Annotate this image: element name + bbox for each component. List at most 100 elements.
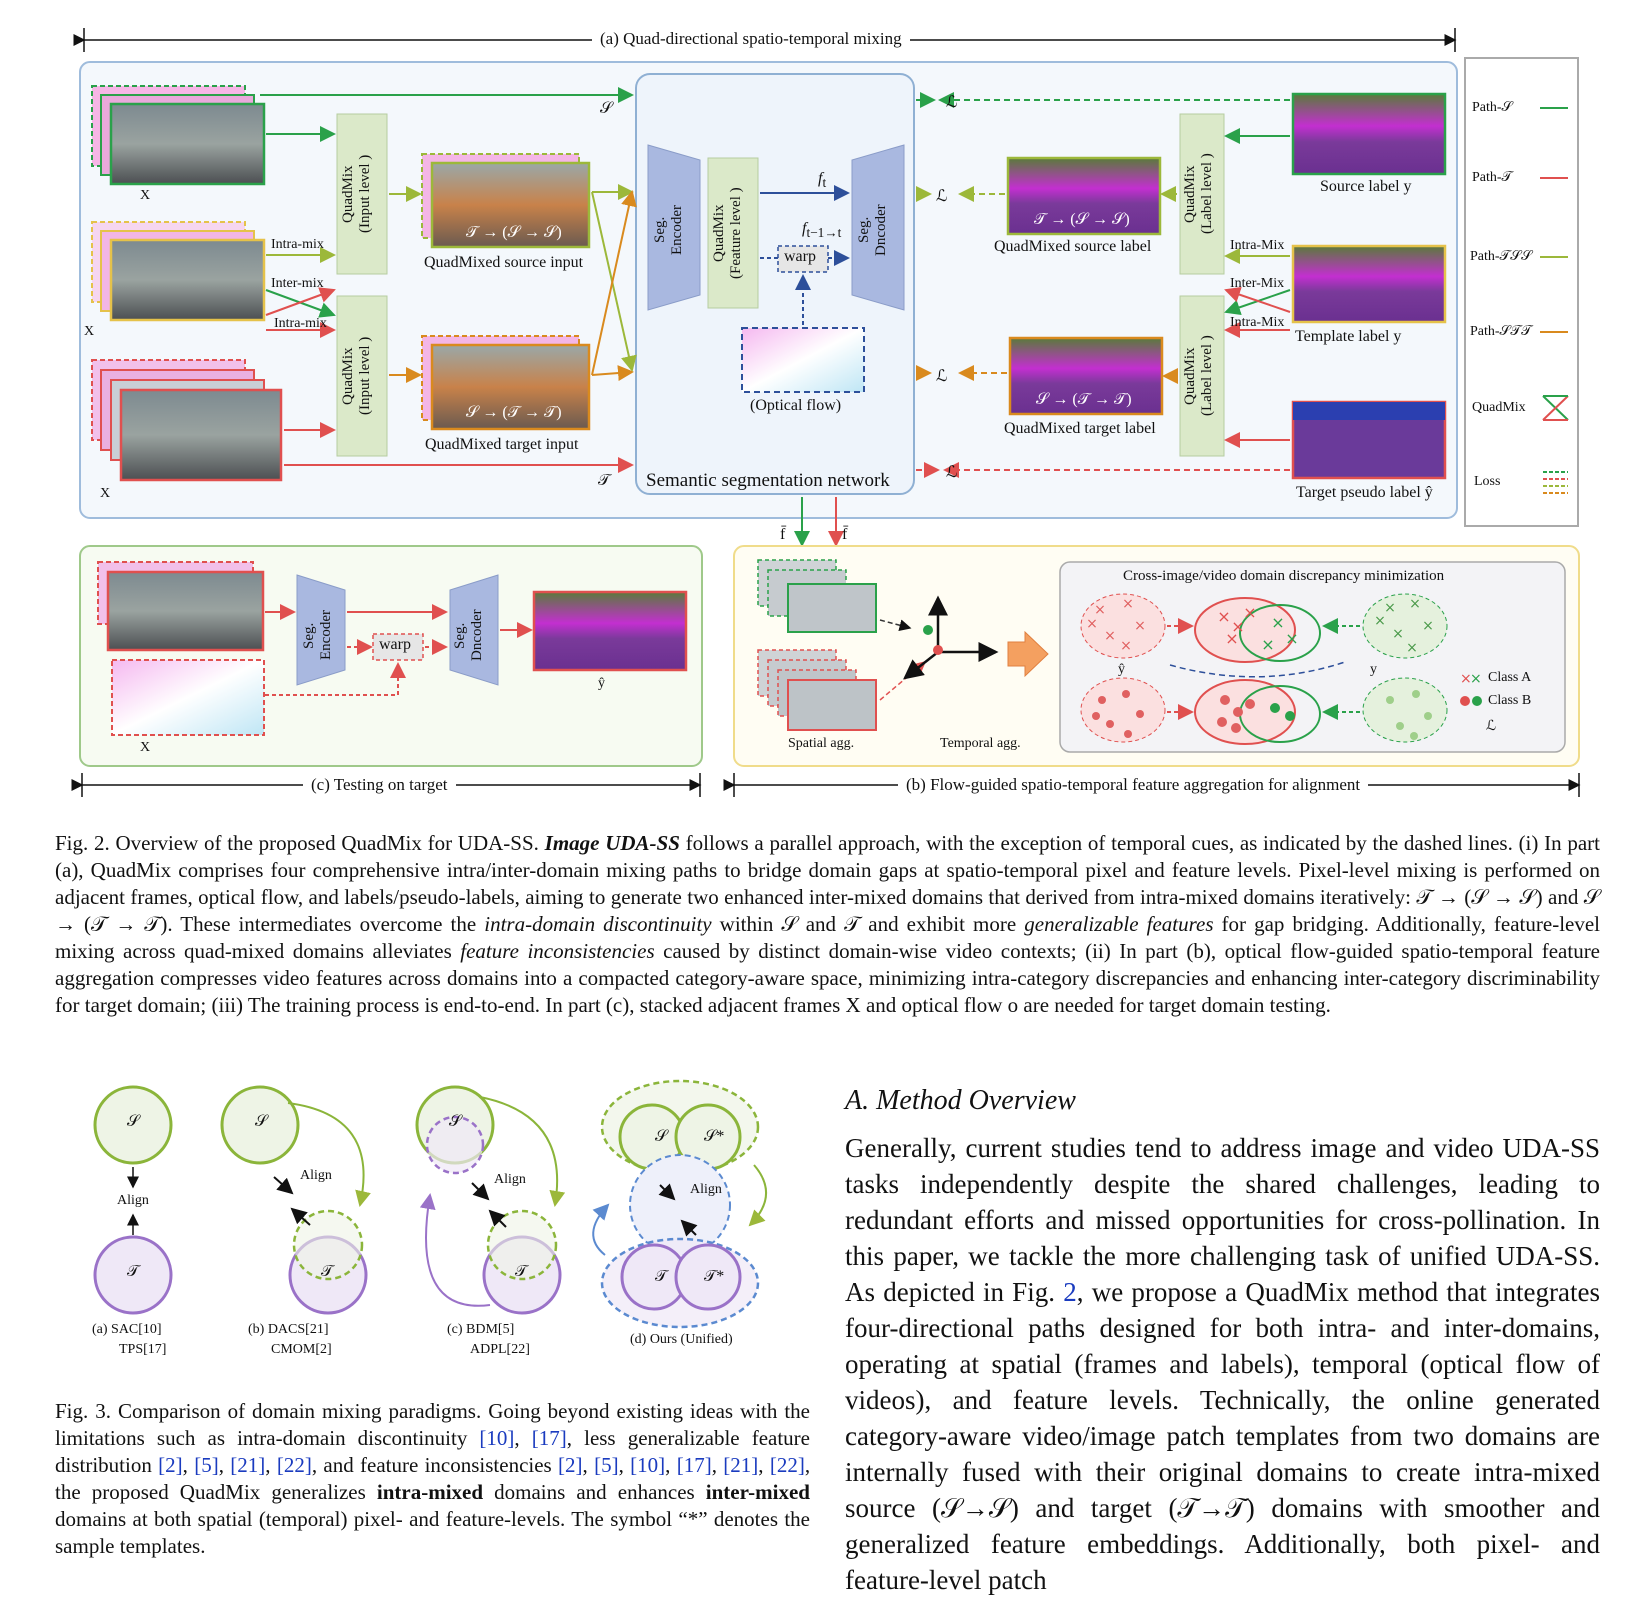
inter-mix-right: Inter-Mix: [1230, 276, 1285, 291]
ref-22b[interactable]: [22]: [769, 1453, 805, 1477]
test-seg-encoder: Seg. Encoder: [301, 610, 334, 661]
fig3-sub-a-2: TPS[17]: [119, 1342, 167, 1357]
ref-5b[interactable]: [5]: [594, 1453, 619, 1477]
section-body: Generally, current studies tend to addre…: [845, 1133, 1601, 1595]
svg-text:×: ×: [1392, 626, 1404, 642]
fig3d-align: Align: [690, 1182, 722, 1197]
y-s-label: y: [1370, 662, 1377, 677]
quadmixed-source-input: QuadMixed source input: [424, 254, 584, 271]
l-agg-label: ℒ: [1486, 719, 1497, 734]
mix-tgt-input-tag: 𝒮 → (𝒯 → 𝒯): [466, 404, 562, 421]
test-warp-box: warp: [379, 636, 411, 653]
source-frames-label: X: [140, 188, 151, 203]
class-a-label: Class A: [1488, 670, 1532, 685]
svg-text:×: ×: [1422, 618, 1434, 634]
ref-21[interactable]: [21]: [230, 1453, 266, 1477]
quadmix-label-bottom: QuadMix (Label level ): [1182, 335, 1215, 417]
loss-ce-tss: ℒ: [936, 188, 948, 205]
legend-path-t: Path-𝒯: [1472, 170, 1513, 185]
fig3a-align: Align: [117, 1193, 149, 1208]
fig2-caption: Fig. 2. Overview of the proposed QuadMix…: [55, 831, 1601, 1017]
ref-22[interactable]: [22]: [276, 1453, 312, 1477]
fig3-sub-c-1: (c) BDM[5]: [447, 1322, 515, 1337]
fig3b-s: 𝒮: [255, 1113, 268, 1130]
fig3c-t: 𝒯: [515, 1263, 528, 1280]
ft-label: ft: [818, 170, 827, 191]
class-b-label: Class B: [1488, 693, 1532, 708]
fig3c-s: 𝒮: [449, 1113, 462, 1130]
intra-mix-label-top: Intra-mix: [271, 237, 324, 252]
quadmix-feature: QuadMix (Feature level ): [711, 187, 744, 279]
mix-src-input-tag: 𝒯 → (𝒮 → 𝒮): [466, 224, 562, 241]
fig-ref-2[interactable]: 2: [1063, 1277, 1077, 1307]
part-c-title: (c) Testing on target: [303, 775, 456, 795]
source-label: Source label y: [1320, 178, 1412, 195]
mix-tgt-label-tag: 𝒮 → (𝒯 → 𝒯): [1036, 391, 1132, 408]
warp-box: warp: [784, 248, 816, 265]
svg-text:×: ×: [1094, 602, 1106, 618]
legend-quadmix: QuadMix: [1472, 400, 1526, 415]
fig3-sub-c-2: ADPL[22]: [470, 1342, 530, 1357]
quadmix-input-top: QuadMix (Input level ): [340, 154, 373, 234]
fbar-s: f̄: [780, 526, 786, 543]
svg-text:×: ×: [1225, 629, 1238, 648]
ref-17[interactable]: [17]: [531, 1426, 567, 1450]
intra-mix-right-bottom: Intra-Mix: [1230, 315, 1285, 330]
quadmixed-target-input: QuadMixed target input: [425, 436, 579, 453]
fig3d-s: 𝒮: [655, 1128, 668, 1145]
ftm1-label: ft−1→t: [802, 220, 842, 241]
legend-path-tss: Path-𝒯𝒮𝒮: [1470, 249, 1532, 264]
fbar-t: f̄: [842, 526, 848, 543]
ref-17b[interactable]: [17]: [676, 1453, 712, 1477]
path-t-letter: 𝒯: [598, 472, 611, 489]
seg-decoder: Seg. Dncoder: [856, 204, 889, 256]
ref-5[interactable]: [5]: [194, 1453, 219, 1477]
target-frames-label: X: [100, 486, 111, 501]
svg-text:×: ×: [1104, 628, 1116, 644]
spatial-agg-label: Spatial agg.: [788, 736, 855, 751]
fig3-sub-b-2: CMOM[2]: [271, 1342, 332, 1357]
svg-text:×: ×: [1374, 613, 1386, 629]
quadmixed-source-label: QuadMixed source label: [994, 238, 1152, 255]
ref-21b[interactable]: [21]: [723, 1453, 759, 1477]
legend-loss: Loss: [1474, 474, 1501, 489]
ref-10[interactable]: [10]: [479, 1426, 515, 1450]
legend-path-stt: Path-𝒮𝒯𝒯: [1470, 324, 1532, 339]
figure-3: [93, 1079, 768, 1329]
test-output-label: ŷ: [598, 676, 605, 691]
fig3d-s-star: 𝒮*: [704, 1128, 725, 1145]
fig3c-align: Align: [494, 1172, 526, 1187]
template-label: Template label y: [1295, 328, 1402, 345]
fig3d-t-star: 𝒯*: [704, 1268, 725, 1285]
seg-encoder: Seg. Encoder: [652, 205, 685, 255]
fig3a-s: 𝒮: [127, 1113, 140, 1130]
quadmix-label-top: QuadMix (Label level ): [1182, 153, 1215, 235]
figure-2: ××× ××× ××× ××× ×××× ××× × ×: [71, 28, 1581, 797]
ref-10b[interactable]: [10]: [630, 1453, 666, 1477]
fig3d-t: 𝒯: [655, 1268, 668, 1285]
svg-text:×: ×: [1243, 603, 1256, 622]
svg-text:×: ×: [1086, 616, 1098, 632]
fig3a-t: 𝒯: [127, 1263, 140, 1280]
quadmix-input-bottom: QuadMix (Input level ): [340, 336, 373, 416]
svg-text:×: ×: [1231, 617, 1244, 636]
y-hat-t-label: ŷ: [1118, 662, 1125, 677]
loss-ce-t: ℒ: [946, 464, 958, 481]
svg-text:×: ×: [1460, 671, 1472, 687]
intra-mix-right-top: Intra-Mix: [1230, 238, 1285, 253]
inter-mix-label: Inter-mix: [271, 276, 324, 291]
ref-2b[interactable]: [2]: [558, 1453, 583, 1477]
part-b-title: (b) Flow-guided spatio-temporal feature …: [898, 775, 1369, 795]
section-title: A. Method Overview: [845, 1085, 1076, 1116]
svg-text:×: ×: [1261, 635, 1274, 654]
fig3-caption: Fig. 3. Comparison of domain mixing para…: [55, 1399, 811, 1558]
svg-text:×: ×: [1470, 671, 1482, 687]
part-a-title: (a) Quad-directional spatio-temporal mix…: [592, 29, 910, 49]
ref-2[interactable]: [2]: [158, 1453, 183, 1477]
template-frames-label: X: [84, 324, 95, 339]
svg-text:×: ×: [1271, 613, 1284, 632]
fig3-sub-b-1: (b) DACS[21]: [248, 1322, 329, 1337]
cross-domain-title: Cross-image/video domain discrepancy min…: [1123, 568, 1445, 584]
temporal-agg-label: Temporal agg.: [940, 736, 1021, 751]
seg-network-label: Semantic segmentation network: [646, 470, 890, 491]
